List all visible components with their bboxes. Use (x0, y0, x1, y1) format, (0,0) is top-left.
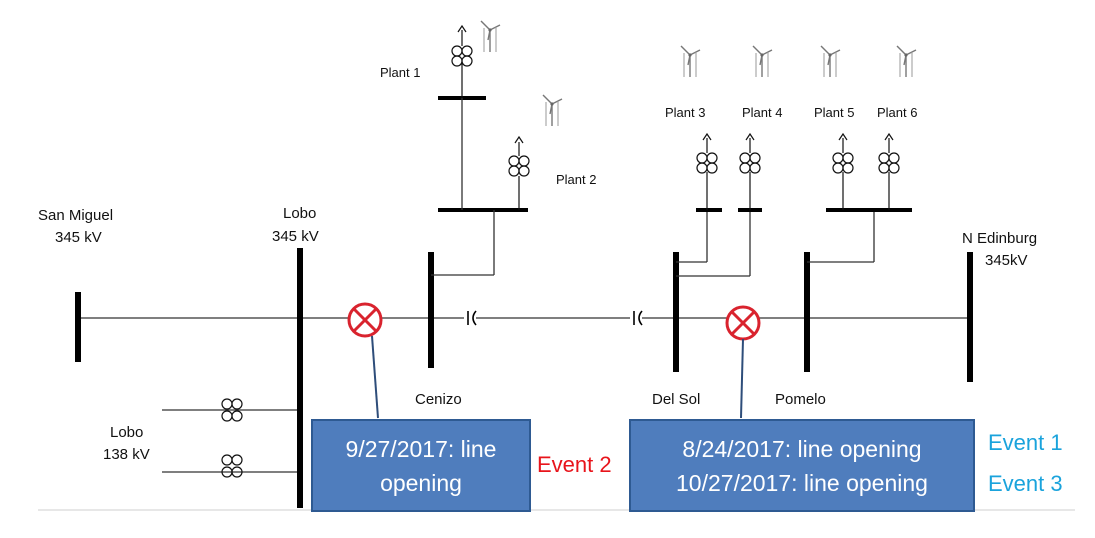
lobo-345-label: Lobo (283, 205, 316, 222)
transformer-icon (739, 152, 761, 174)
n-edinburg-voltage: 345kV (985, 252, 1028, 269)
plant-label: Plant 6 (877, 105, 917, 120)
transformer-icon (878, 152, 900, 174)
transformer-icon (508, 155, 530, 177)
callout-box-left: 9/27/2017: line opening (311, 419, 531, 512)
series-capacitor-icon (464, 310, 477, 326)
callout-leader-left (371, 335, 379, 419)
wind-turbine-icon (896, 45, 917, 78)
callout-right-line1: 8/24/2017: line opening (682, 436, 921, 462)
lobo-138-voltage: 138 kV (103, 446, 150, 463)
del-sol-label: Del Sol (652, 391, 700, 408)
plant-label: Plant 5 (814, 105, 854, 120)
transformer-icon (832, 152, 854, 174)
wind-turbine-icon (820, 45, 841, 78)
circuit-breaker-icon (725, 305, 761, 341)
event-1-label: Event 1 (988, 430, 1063, 455)
event-3-label: Event 3 (988, 471, 1063, 496)
callout-left-line2: opening (380, 470, 462, 496)
cenizo-label: Cenizo (415, 391, 462, 408)
callout-leader-right (740, 338, 744, 419)
event-2-label: Event 2 (537, 452, 612, 477)
pomelo-label: Pomelo (775, 391, 826, 408)
san-miguel-voltage: 345 kV (55, 229, 102, 246)
plant-label: Plant 1 (380, 65, 420, 80)
wind-turbine-icon (752, 45, 773, 78)
lobo-345-voltage: 345 kV (272, 228, 319, 245)
wind-turbine-icon (680, 45, 701, 78)
plant-label: Plant 2 (556, 172, 596, 187)
callout-right-line2: 10/27/2017: line opening (676, 470, 928, 496)
wind-turbine-icon (542, 94, 563, 127)
transformer-icon (221, 454, 243, 478)
lobo-138-label: Lobo (110, 424, 143, 441)
plant-label: Plant 4 (742, 105, 782, 120)
circuit-breaker-icon (347, 302, 383, 338)
n-edinburg-label: N Edinburg (962, 230, 1037, 247)
series-capacitor-icon (630, 310, 643, 326)
wind-turbine-icon (480, 20, 501, 53)
transformer-icon (451, 45, 473, 67)
transformer-icon (696, 152, 718, 174)
callout-box-right: 8/24/2017: line opening 10/27/2017: line… (629, 419, 975, 512)
callout-left-line1: 9/27/2017: line (346, 436, 497, 462)
san-miguel-label: San Miguel (38, 207, 113, 224)
plant-label: Plant 3 (665, 105, 705, 120)
